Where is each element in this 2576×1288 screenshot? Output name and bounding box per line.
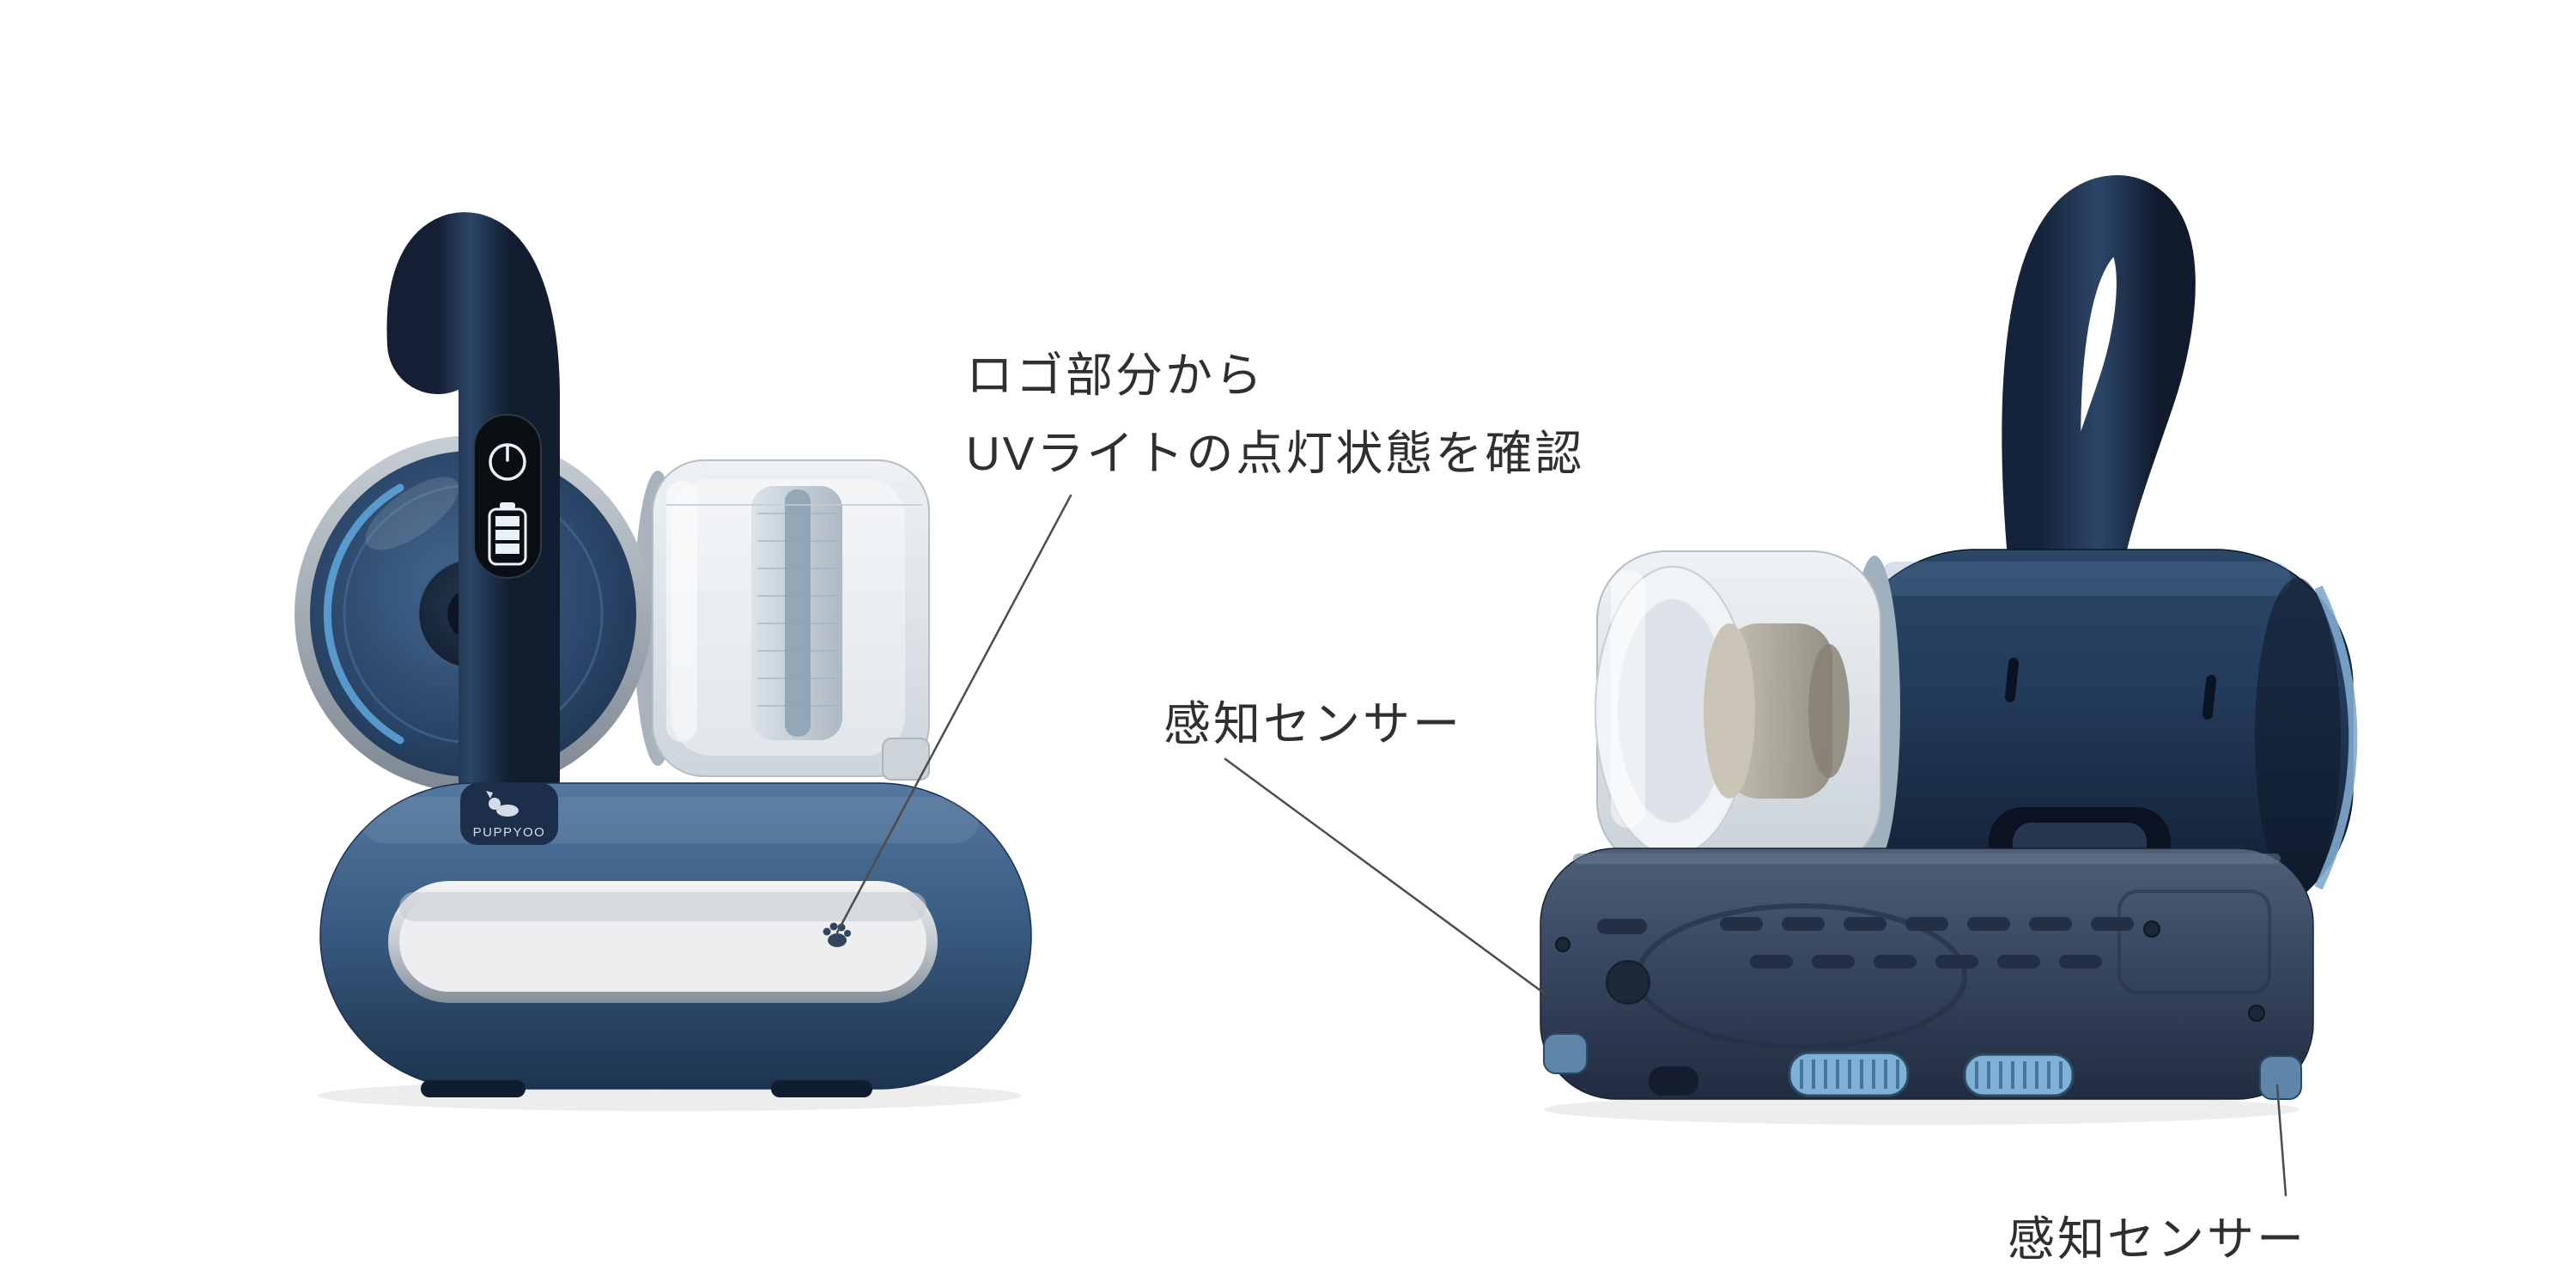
- brand-logo: PUPPYOO: [460, 783, 558, 845]
- base-wheel: [1649, 1066, 1698, 1096]
- vacuum-bottom-view-image: [1540, 174, 2358, 1125]
- dust-cup: [634, 459, 930, 781]
- floor-shadow: [1544, 1094, 2300, 1125]
- uv-status-note-line1: ロゴ部分から: [966, 349, 1266, 402]
- sensor-label-middle: 感知センサー: [1163, 697, 1463, 750]
- vent-slots: [1597, 917, 2134, 969]
- motor-body: [1837, 549, 2358, 927]
- sensor-nub-right: [2259, 1055, 2302, 1100]
- uv-light-bar: [388, 881, 938, 1003]
- uv-glow-ring: [323, 483, 404, 744]
- control-panel: [473, 414, 542, 579]
- sensor-nub-left: [1543, 1033, 1588, 1074]
- base-foot-right: [771, 1080, 872, 1097]
- handle: [2002, 174, 2196, 615]
- brand-text: PUPPYOO: [473, 825, 546, 840]
- leader-line-sensor-middle: [1224, 757, 1547, 996]
- uv-status-note-line2: UVライトの点灯状態を確認: [966, 426, 1585, 480]
- battery-level-icon: [488, 502, 527, 566]
- front-rim-edge: [2314, 585, 2358, 890]
- base-foot-left: [421, 1080, 526, 1097]
- base-underside: [1540, 848, 2314, 1100]
- vacuum-front-view-image: PUPPYOO: [295, 212, 1032, 1111]
- handle: [386, 212, 560, 830]
- sensor-roller-right: [1963, 1053, 2075, 1097]
- underside-plate: [2117, 890, 2271, 994]
- underside-port: [1606, 960, 1650, 1005]
- body-vent-slit: [2202, 675, 2217, 720]
- sensor-roller-left: [1788, 1051, 1910, 1097]
- dog-logo-icon: [486, 791, 519, 817]
- screws: [1555, 920, 2265, 1022]
- power-icon: [489, 443, 526, 481]
- uv-status-note: ロゴ部分から UVライトの点灯状態を確認: [966, 337, 1584, 493]
- dust-cup: [1595, 550, 1900, 872]
- body-vent-slit: [2004, 658, 2020, 702]
- base: [319, 782, 1032, 1097]
- sensor-label-bottom: 感知センサー: [2008, 1212, 2307, 1266]
